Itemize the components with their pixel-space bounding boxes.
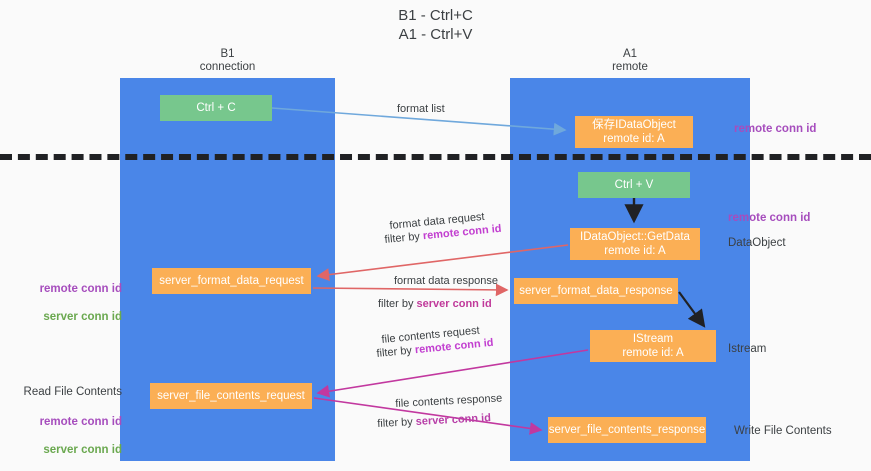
server-conn-id-text: server conn id	[415, 412, 492, 428]
wire-label-file-contents-response: file contents response	[395, 392, 503, 410]
node-ctrl-c[interactable]: Ctrl + C	[160, 95, 272, 121]
filter-by-text: filter by	[378, 298, 417, 310]
label-left-remote-conn-id: remote conn id	[39, 283, 122, 295]
label-istream: Istream	[728, 343, 767, 355]
wire-label-filter-by-server-conn-id-2: filter by server conn id	[377, 412, 491, 431]
filter-by-text: filter by	[376, 344, 416, 360]
page-title: B1 - Ctrl+C A1 - Ctrl+V	[398, 7, 473, 43]
label-left-conn-ids-2: remote conn id server conn id	[18, 401, 122, 471]
server-conn-id-text: server conn id	[416, 298, 492, 310]
label-remote-conn-id-top: remote conn id	[734, 123, 817, 135]
node-idataobject-getdata[interactable]: IDataObject::GetData remote id: A	[570, 228, 700, 260]
label-read-file-contents: Read File Contents	[23, 386, 122, 398]
filter-by-text: filter by	[377, 415, 417, 430]
node-idataobject[interactable]: 保存IDataObject remote id: A	[575, 116, 693, 148]
node-ctrl-v[interactable]: Ctrl + V	[578, 172, 690, 198]
node-server-file-contents-request[interactable]: server_file_contents_request	[150, 383, 312, 409]
column-header-a1: A1 remote	[612, 48, 648, 73]
node-istream[interactable]: IStream remote id: A	[590, 330, 716, 362]
label-left-server-conn-id: server conn id	[43, 311, 122, 323]
label-left-conn-ids: remote conn id server conn id	[22, 268, 122, 338]
label-left-server-conn-id-2: server conn id	[43, 444, 122, 456]
label-left-remote-conn-id-2: remote conn id	[39, 416, 122, 428]
wire-label-format-list: format list	[397, 103, 445, 115]
label-dataobject: DataObject	[728, 237, 786, 249]
section-divider	[0, 154, 871, 160]
node-server-format-data-request[interactable]: server_format_data_request	[152, 268, 311, 294]
node-server-file-contents-response[interactable]: server_file_contents_response	[548, 417, 706, 443]
label-write-file-contents: Write File Contents	[734, 425, 832, 437]
column-header-b1: B1 connection	[199, 48, 256, 73]
label-remote-conn-id-mid: remote conn id	[728, 212, 811, 224]
wire-label-format-data-response: format data response	[394, 275, 498, 287]
filter-by-text: filter by	[384, 230, 424, 246]
node-server-format-data-response[interactable]: server_format_data_response	[514, 278, 678, 304]
wire-label-filter-by-server-conn-id-1: filter by server conn id	[378, 298, 492, 311]
